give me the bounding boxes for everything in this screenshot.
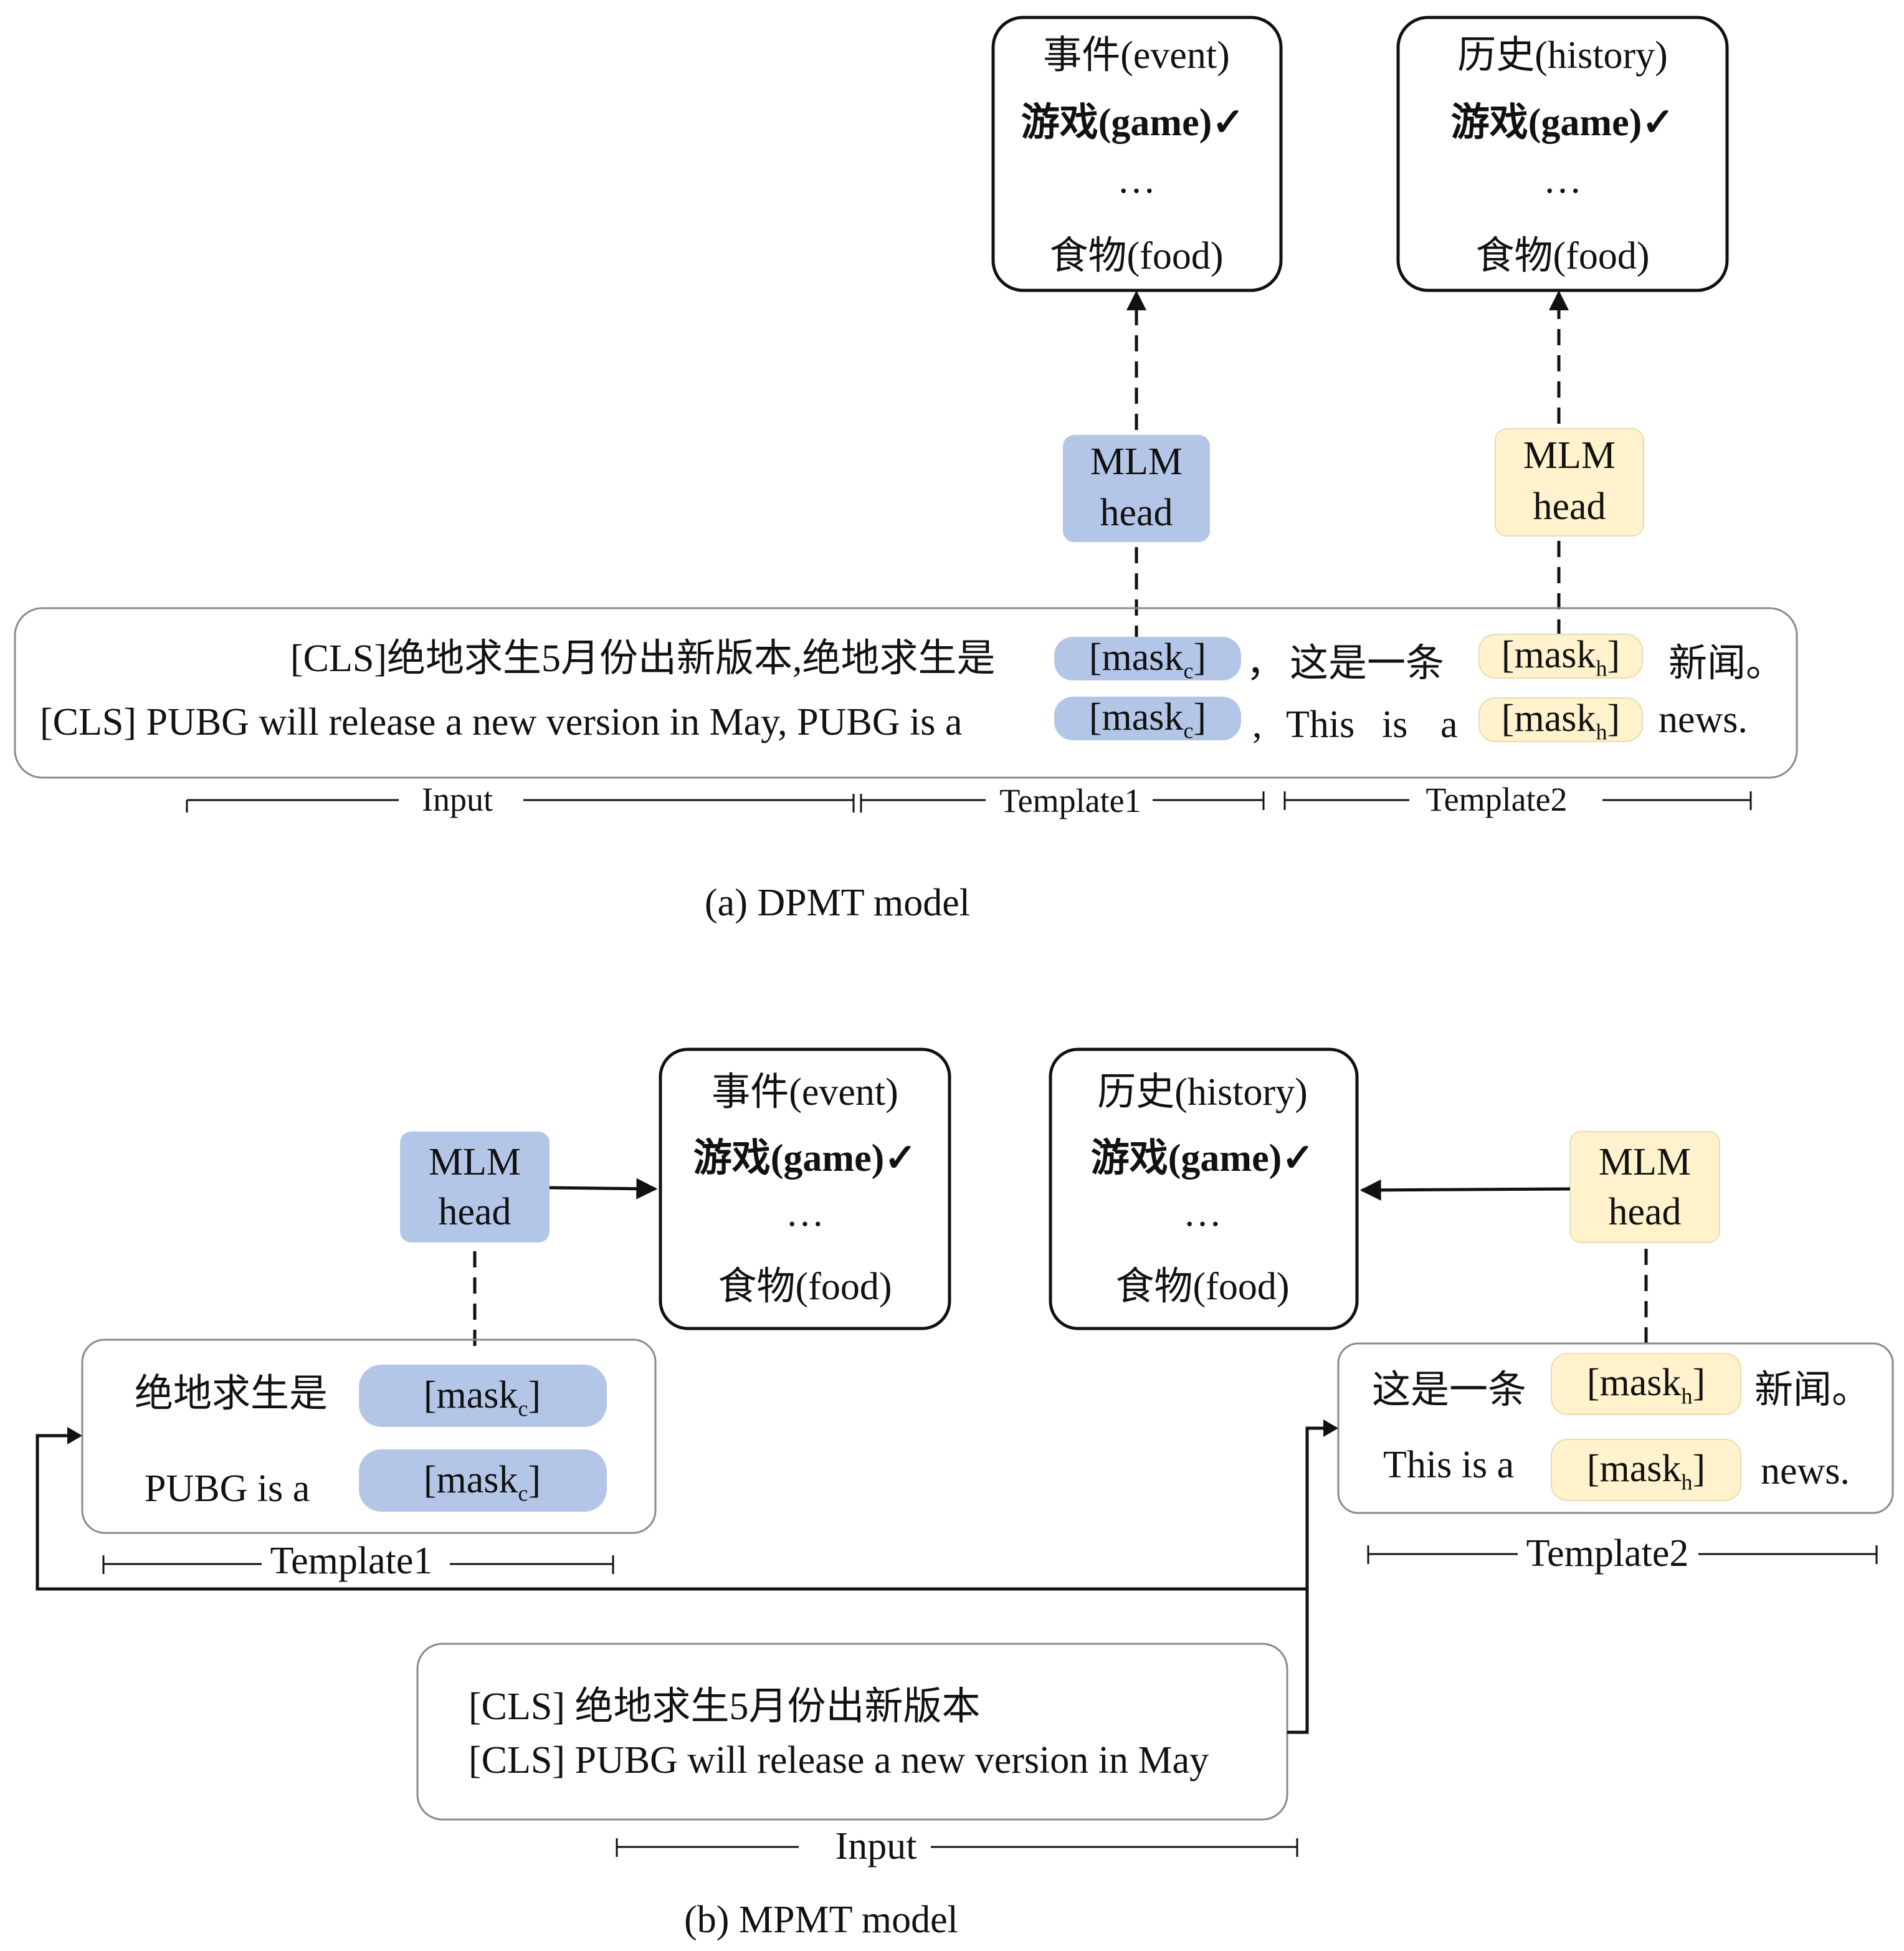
a-label-template2: Template2 bbox=[1426, 781, 1568, 818]
b-mlm-c-line1: MLM bbox=[428, 1141, 521, 1183]
a-mlm-h-box bbox=[1495, 428, 1644, 537]
b-history-item-food: 食物(food) bbox=[1115, 1266, 1290, 1308]
b-flow-t2 bbox=[1305, 1426, 1331, 1589]
b-mask-h-en bbox=[1551, 1439, 1741, 1501]
a-mask-h-row2 bbox=[1478, 697, 1643, 742]
a-caption: (a) DPMT model bbox=[705, 882, 970, 924]
b-template1-en: PUBG is a bbox=[145, 1467, 310, 1510]
a-mlm-c-box bbox=[1063, 435, 1210, 542]
a-row2-word-this: This bbox=[1286, 704, 1355, 746]
b-label-template2: Template2 bbox=[1526, 1532, 1689, 1575]
a-row2-comma: , bbox=[1252, 704, 1262, 746]
a-row2-template2-post: news. bbox=[1659, 699, 1748, 741]
check-icon: ✓ bbox=[1642, 102, 1675, 144]
b-history-header: 历史(history) bbox=[1097, 1071, 1308, 1114]
a-event-header: 事件(event) bbox=[1043, 34, 1230, 77]
b-mask-h-zh bbox=[1551, 1353, 1741, 1415]
a-event-item-food: 食物(food) bbox=[1049, 235, 1224, 277]
a-history-header: 历史(history) bbox=[1457, 34, 1668, 77]
a-row2-word-a: a bbox=[1440, 704, 1458, 746]
a-arrow-h bbox=[1549, 290, 1569, 310]
b-template2-mask-en: [maskh] bbox=[1586, 1448, 1706, 1495]
b-mlm-h-line1: MLM bbox=[1598, 1141, 1692, 1183]
a-row1-template2-pre: 这是一条 bbox=[1290, 642, 1445, 685]
a-row1-comma: ， bbox=[1246, 642, 1285, 685]
a-mlm-c-line1: MLM bbox=[1090, 441, 1183, 483]
b-mlm-h-line2: head bbox=[1608, 1191, 1682, 1233]
a-mask-c-row1 bbox=[1054, 637, 1241, 680]
b-template2-mask-zh: [maskh] bbox=[1586, 1362, 1706, 1409]
a-event-dots: … bbox=[1117, 159, 1156, 201]
b-event-item-game: 游戏(game)✓ bbox=[693, 1137, 917, 1180]
check-icon: ✓ bbox=[884, 1137, 917, 1180]
a-mlm-h-line1: MLM bbox=[1523, 434, 1616, 477]
b-mlm-c-line2: head bbox=[438, 1191, 512, 1233]
b-mask-c-zh bbox=[359, 1365, 607, 1427]
b-event-dots: … bbox=[786, 1192, 824, 1234]
b-template1-zh: 绝地求生是 bbox=[135, 1373, 328, 1415]
b-history-box bbox=[1049, 1047, 1359, 1330]
a-row2-mask-h: [maskh] bbox=[1501, 697, 1621, 745]
a-row1-template2-post: 新闻。 bbox=[1668, 642, 1785, 685]
b-template1-mask-en: [maskc] bbox=[423, 1459, 541, 1506]
a-history-item-food: 食物(food) bbox=[1475, 235, 1650, 277]
b-template2-zh-post: 新闻。 bbox=[1754, 1369, 1871, 1411]
b-mlm-c-box bbox=[400, 1132, 550, 1243]
check-icon: ✓ bbox=[1212, 102, 1245, 144]
a-history-box bbox=[1396, 16, 1729, 292]
b-template2-zh-pre: 这是一条 bbox=[1372, 1369, 1527, 1411]
b-template1-frame bbox=[81, 1338, 657, 1534]
a-event-box bbox=[991, 16, 1283, 292]
b-template2-en-post: news. bbox=[1761, 1450, 1850, 1492]
b-input-frame bbox=[416, 1643, 1288, 1821]
b-arrow-h bbox=[1359, 1179, 1571, 1201]
b-label-template1: Template1 bbox=[270, 1540, 433, 1582]
a-row1-mask-h: [maskh] bbox=[1501, 634, 1621, 681]
b-template2-en-pre: This is a bbox=[1383, 1444, 1515, 1486]
b-flow-main bbox=[36, 1434, 1309, 1734]
a-mlm-c-line2: head bbox=[1100, 492, 1173, 534]
a-row1-mask-c: [maskc] bbox=[1088, 636, 1207, 684]
a-label-input: Input bbox=[422, 781, 493, 818]
b-event-box bbox=[659, 1047, 951, 1330]
b-history-dots: … bbox=[1183, 1192, 1222, 1234]
a-input-frame bbox=[14, 607, 1798, 779]
a-history-item-game: 游戏(game)✓ bbox=[1450, 102, 1675, 144]
a-row2-word-is: is bbox=[1382, 704, 1408, 746]
a-row2-mask-c: [maskc] bbox=[1088, 696, 1207, 743]
b-span-lines bbox=[102, 1545, 1878, 1857]
b-event-header: 事件(event) bbox=[712, 1071, 898, 1114]
b-input-zh: [CLS] 绝地求生5月份出新版本 bbox=[469, 1686, 981, 1728]
a-history-dots: … bbox=[1543, 159, 1582, 201]
b-flow-arrow-t1 bbox=[67, 1427, 82, 1444]
a-row2-input: [CLS] PUBG will release a new version in… bbox=[40, 701, 963, 743]
b-history-item-game: 游戏(game)✓ bbox=[1090, 1137, 1315, 1180]
a-mask-c-row2 bbox=[1054, 697, 1241, 740]
b-event-item-food: 食物(food) bbox=[718, 1266, 892, 1308]
b-flow-arrow-t2 bbox=[1323, 1419, 1338, 1437]
a-row1-input: [CLS]绝地求生5月份出新版本,绝地求生是 bbox=[290, 637, 996, 680]
b-mlm-h-box bbox=[1569, 1131, 1720, 1243]
b-label-input: Input bbox=[835, 1825, 917, 1868]
a-label-template1: Template1 bbox=[999, 782, 1141, 819]
a-span-lines bbox=[186, 791, 1752, 813]
b-template1-mask-zh: [maskc] bbox=[423, 1374, 541, 1421]
b-caption: (b) MPMT model bbox=[684, 1899, 958, 1941]
a-mlm-h-line2: head bbox=[1533, 485, 1606, 528]
a-arrow-c bbox=[1126, 290, 1146, 310]
a-mask-h-row1 bbox=[1478, 634, 1643, 679]
b-mask-c-en bbox=[359, 1449, 607, 1512]
check-icon: ✓ bbox=[1282, 1137, 1315, 1180]
a-event-item-game: 游戏(game)✓ bbox=[1021, 102, 1245, 144]
b-arrow-c bbox=[549, 1178, 658, 1200]
b-input-en: [CLS] PUBG will release a new version in… bbox=[469, 1739, 1209, 1782]
